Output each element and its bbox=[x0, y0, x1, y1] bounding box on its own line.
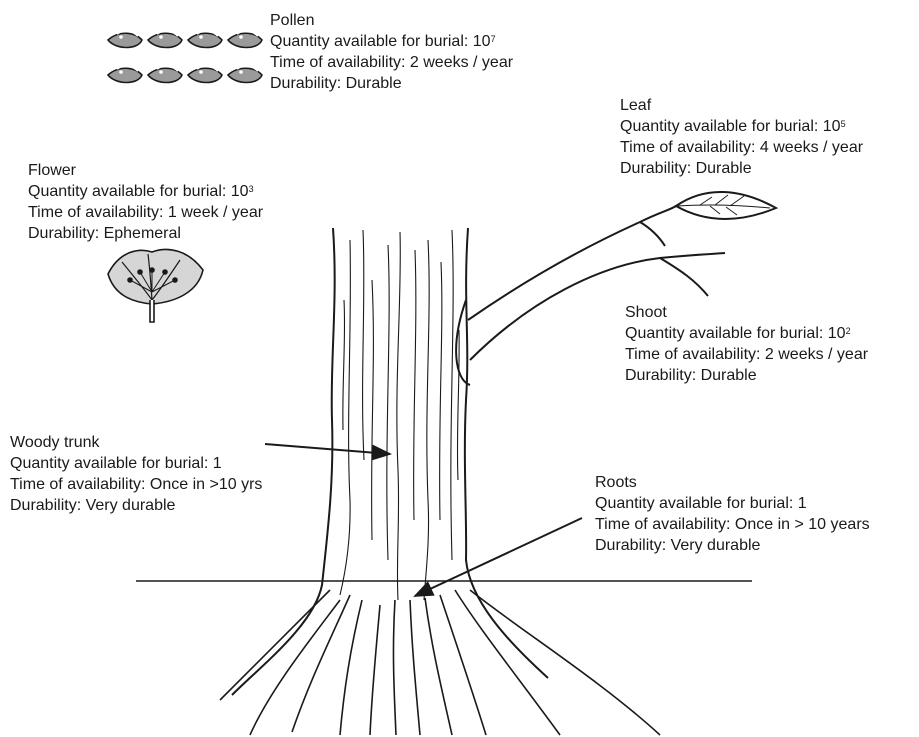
shoot-durability: Durability: Durable bbox=[625, 365, 868, 386]
roots bbox=[220, 590, 660, 735]
leaf-quantity: Quantity available for burial: 105 bbox=[620, 116, 863, 137]
leaf-title: Leaf bbox=[620, 95, 863, 116]
pollen-title: Pollen bbox=[270, 10, 513, 31]
pollen-durability: Durability: Durable bbox=[270, 73, 513, 94]
flower-durability: Durability: Ephemeral bbox=[28, 223, 263, 244]
pollen-time: Time of availability: 2 weeks / year bbox=[270, 52, 513, 73]
roots-arrow bbox=[415, 518, 582, 596]
roots-title: Roots bbox=[595, 472, 870, 493]
roots-durability: Durability: Very durable bbox=[595, 535, 870, 556]
trunk-durability: Durability: Very durable bbox=[10, 495, 262, 516]
flower-quantity: Quantity available for burial: 103 bbox=[28, 181, 263, 202]
roots-label: Roots Quantity available for burial: 1 T… bbox=[595, 472, 870, 556]
shoot-title: Shoot bbox=[625, 302, 868, 323]
trunk-time: Time of availability: Once in >10 yrs bbox=[10, 474, 262, 495]
shoot-quantity: Quantity available for burial: 102 bbox=[625, 323, 868, 344]
pollen-label: Pollen Quantity available for burial: 10… bbox=[270, 10, 513, 94]
flower bbox=[108, 249, 203, 322]
shoot-label: Shoot Quantity available for burial: 102… bbox=[625, 302, 868, 386]
flower-title: Flower bbox=[28, 160, 263, 181]
leaf-durability: Durability: Durable bbox=[620, 158, 863, 179]
shoot-time: Time of availability: 2 weeks / year bbox=[625, 344, 868, 365]
trunk-arrow bbox=[265, 444, 390, 454]
leaf-label: Leaf Quantity available for burial: 105 … bbox=[620, 95, 863, 179]
leaf-time: Time of availability: 4 weeks / year bbox=[620, 137, 863, 158]
pollen-grains bbox=[108, 31, 262, 83]
bark-texture bbox=[340, 230, 459, 600]
trunk-label: Woody trunk Quantity available for buria… bbox=[10, 432, 262, 516]
roots-quantity: Quantity available for burial: 1 bbox=[595, 493, 870, 514]
flower-time: Time of availability: 1 week / year bbox=[28, 202, 263, 223]
pollen-quantity: Quantity available for burial: 107 bbox=[270, 31, 513, 52]
leaf bbox=[676, 192, 776, 219]
trunk-title: Woody trunk bbox=[10, 432, 262, 453]
trunk-quantity: Quantity available for burial: 1 bbox=[10, 453, 262, 474]
roots-time: Time of availability: Once in > 10 years bbox=[595, 514, 870, 535]
flower-label: Flower Quantity available for burial: 10… bbox=[28, 160, 263, 244]
